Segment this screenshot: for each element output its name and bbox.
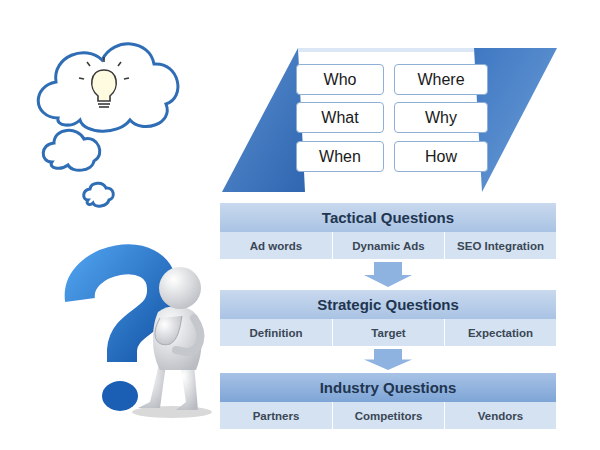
sub-topic-cell: Dynamic Ads bbox=[332, 232, 444, 259]
question-word: Where bbox=[417, 71, 464, 89]
sub-topic-cell: Target bbox=[332, 319, 444, 346]
sub-topic-label: SEO Integration bbox=[457, 240, 544, 252]
sub-topic-label: Definition bbox=[249, 327, 302, 339]
sub-topic-label: Target bbox=[371, 327, 405, 339]
sub-topic-label: Competitors bbox=[355, 410, 423, 422]
question-band: Strategic QuestionsDefinition Target Expec… bbox=[220, 290, 556, 346]
band-head-bg bbox=[220, 203, 556, 232]
band-heading: Industry Questions bbox=[220, 373, 556, 402]
question-word-box: How bbox=[394, 141, 488, 172]
band-heading: Tactical Questions bbox=[220, 203, 556, 232]
question-word-box: Why bbox=[394, 102, 488, 133]
thought-cloud-tiny bbox=[84, 183, 114, 206]
left-triangle bbox=[222, 48, 305, 192]
question-word-box: When bbox=[296, 141, 384, 172]
thought-cloud bbox=[38, 44, 178, 131]
band-head-bg bbox=[220, 290, 556, 319]
thought-cloud-small bbox=[43, 130, 100, 170]
question-word: Why bbox=[425, 109, 457, 127]
sub-topic-cell: Competitors bbox=[332, 402, 444, 429]
sub-topic-label: Partners bbox=[253, 410, 300, 422]
sub-topic-cell: SEO Integration bbox=[444, 232, 556, 259]
sub-topic-label: Dynamic Ads bbox=[352, 240, 424, 252]
lightbulb bbox=[79, 57, 129, 107]
sub-topic-label: Expectation bbox=[468, 327, 533, 339]
sub-topic-cell: Ad words bbox=[220, 232, 332, 259]
thinking-figure bbox=[132, 267, 212, 418]
down-arrow bbox=[364, 349, 412, 370]
sub-topic-label: Vendors bbox=[478, 410, 523, 422]
question-word: How bbox=[425, 148, 457, 166]
band-heading: Strategic Questions bbox=[220, 290, 556, 319]
question-word: When bbox=[319, 148, 361, 166]
down-arrow bbox=[364, 262, 412, 287]
question-word-box: What bbox=[296, 102, 384, 133]
question-mark bbox=[80, 259, 162, 362]
sub-topic-cell: Partners bbox=[220, 402, 332, 429]
question-mark-dot bbox=[102, 381, 138, 411]
question-band: Tactical Questions Ad words Dynamic Ads SEO… bbox=[220, 203, 556, 259]
sub-topic-cell: Vendors bbox=[444, 402, 556, 429]
sub-topic-cell: Definition bbox=[220, 319, 332, 346]
question-word: What bbox=[321, 109, 358, 127]
band-head-bg bbox=[220, 373, 556, 402]
sub-topic-label: Ad words bbox=[250, 240, 302, 252]
question-word: Who bbox=[324, 71, 357, 89]
question-word-box: Where bbox=[394, 64, 488, 95]
question-word-box: Who bbox=[296, 64, 384, 95]
sub-topic-cell: Expectation bbox=[444, 319, 556, 346]
question-band: Industry QuestionsPartners Competitors Ven… bbox=[220, 373, 556, 429]
top-light bbox=[298, 48, 474, 52]
